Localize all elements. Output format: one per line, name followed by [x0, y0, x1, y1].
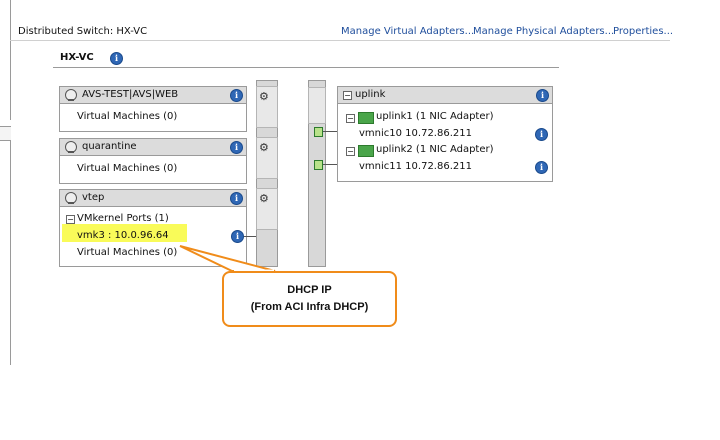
- uplink-spine-segment: [308, 87, 326, 124]
- virtual-machines-label: Virtual Machines (0): [77, 247, 178, 258]
- callout-line1: DHCP IP: [287, 284, 332, 296]
- vmk-entry[interactable]: vmk3 : 10.0.96.64: [77, 230, 169, 241]
- vmkernel-ports-label: VMkernel Ports (1): [77, 213, 169, 224]
- title-underline: [53, 67, 559, 68]
- info-icon[interactable]: i: [536, 89, 549, 102]
- uplink-port-icon: [314, 127, 323, 137]
- uplink-header: − uplink i: [338, 87, 552, 104]
- spine-segment: [256, 188, 278, 230]
- manage-virtual-adapters-link[interactable]: Manage Virtual Adapters...: [341, 26, 475, 37]
- vmnic-entry[interactable]: vmnic10 10.72.86.211: [359, 128, 472, 139]
- virtual-machines-label: Virtual Machines (0): [77, 163, 178, 174]
- port-group-icon: ⚙: [259, 192, 269, 205]
- port-group-name: AVS-TEST|AVS|WEB: [82, 89, 179, 100]
- info-icon[interactable]: i: [110, 52, 123, 65]
- port-group-header: AVS-TEST|AVS|WEB i: [60, 87, 246, 104]
- info-icon[interactable]: i: [230, 192, 243, 205]
- uplink-name: uplink2 (1 NIC Adapter): [376, 144, 494, 155]
- dhcp-callout: DHCP IP (From ACI Infra DHCP): [222, 271, 397, 327]
- collapse-toggle[interactable]: −: [66, 215, 75, 224]
- port-group-header: vtep i: [60, 190, 246, 207]
- vmk-highlight: [62, 224, 187, 242]
- uplink-connector-line: [323, 131, 348, 132]
- switch-title: HX-VC: [60, 52, 94, 63]
- uplink-group-name: uplink: [355, 89, 386, 100]
- distributed-switch-label: Distributed Switch: HX-VC: [18, 26, 148, 37]
- port-group-icon: ⚙: [259, 90, 269, 103]
- spine-segment: [256, 137, 278, 179]
- uplink-connector-line: [323, 164, 348, 165]
- left-pane-tab[interactable]: [0, 126, 11, 141]
- globe-icon: [65, 89, 77, 101]
- uplink-port-icon: [314, 160, 323, 170]
- port-group-vtep[interactable]: vtep i − VMkernel Ports (1) vmk3 : 10.0.…: [59, 189, 247, 267]
- top-divider: [10, 40, 670, 41]
- nic-icon: [358, 112, 374, 124]
- nic-icon: [358, 145, 374, 157]
- port-group-avs-test[interactable]: AVS-TEST|AVS|WEB i Virtual Machines (0): [59, 86, 247, 132]
- port-group-name: vtep: [82, 192, 105, 203]
- uplink-name: uplink1 (1 NIC Adapter): [376, 111, 494, 122]
- info-icon[interactable]: i: [230, 89, 243, 102]
- vmnic-entry[interactable]: vmnic11 10.72.86.211: [359, 161, 472, 172]
- globe-icon: [65, 141, 77, 153]
- port-group-icon: ⚙: [259, 141, 269, 154]
- properties-link[interactable]: Properties...: [613, 26, 674, 37]
- uplink-panel[interactable]: − uplink i − uplink1 (1 NIC Adapter) vmn…: [337, 86, 553, 182]
- manage-physical-adapters-link[interactable]: Manage Physical Adapters...: [473, 26, 615, 37]
- virtual-machines-label: Virtual Machines (0): [77, 111, 178, 122]
- info-icon[interactable]: i: [230, 141, 243, 154]
- globe-icon: [65, 192, 77, 204]
- collapse-toggle[interactable]: −: [343, 91, 352, 100]
- collapse-toggle[interactable]: −: [346, 147, 355, 156]
- vmk-connector-line: [244, 236, 258, 237]
- info-icon[interactable]: i: [535, 161, 548, 174]
- port-group-quarantine[interactable]: quarantine i Virtual Machines (0): [59, 138, 247, 184]
- spine-segment: [256, 86, 278, 128]
- info-icon[interactable]: i: [535, 128, 548, 141]
- port-group-name: quarantine: [82, 141, 137, 152]
- collapse-toggle[interactable]: −: [346, 114, 355, 123]
- left-pane-border-lower: [10, 140, 11, 365]
- left-pane-border: [10, 0, 11, 120]
- info-icon[interactable]: i: [231, 230, 244, 243]
- uplink-spine: [308, 80, 326, 267]
- callout-line2: (From ACI Infra DHCP): [250, 301, 369, 313]
- port-group-header: quarantine i: [60, 139, 246, 156]
